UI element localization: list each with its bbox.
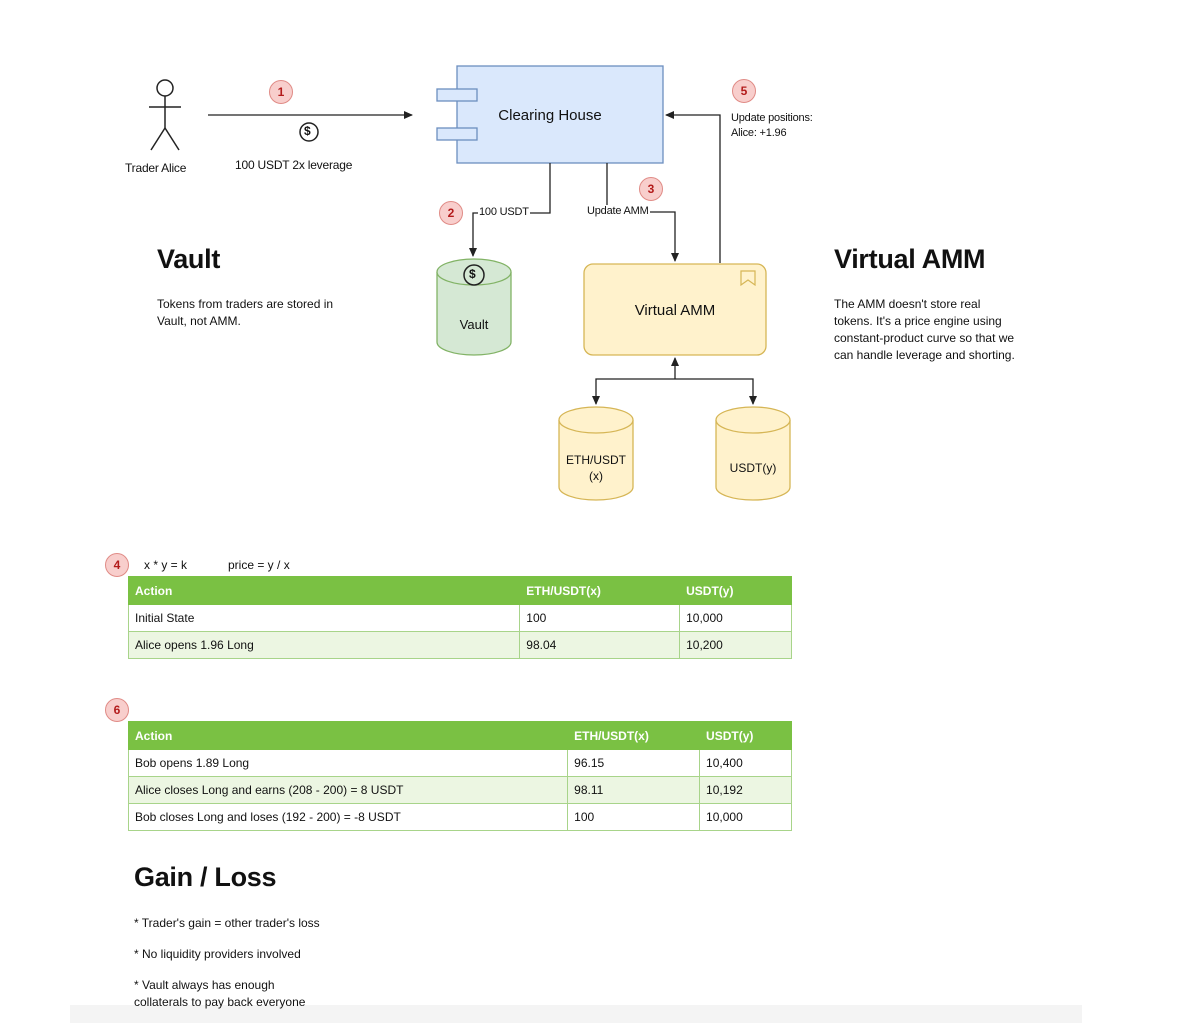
gain-loss-bullet-2: * No liquidity providers involved bbox=[134, 947, 301, 961]
column-header: USDT(y) bbox=[699, 721, 792, 750]
table-cell: Bob closes Long and loses (192 - 200) = … bbox=[127, 803, 569, 831]
step-4-badge: 4 bbox=[105, 553, 129, 577]
table-cell: Initial State bbox=[127, 604, 521, 632]
dollar-coin-icon bbox=[299, 122, 319, 142]
table-row: Alice opens 1.96 Long 98.04 10,200 bbox=[127, 631, 792, 659]
table-cell: 10,400 bbox=[699, 749, 792, 777]
state-table-2: Action ETH/USDT(x) USDT(y) Bob opens 1.8… bbox=[127, 721, 792, 831]
table-cell: Alice closes Long and earns (208 - 200) … bbox=[127, 776, 569, 804]
vault-transfer-label: 100 USDT bbox=[478, 206, 530, 218]
column-header: Action bbox=[127, 721, 569, 750]
column-header: Action bbox=[127, 576, 521, 605]
amm-description-line-2: tokens. It's a price engine using bbox=[834, 314, 1002, 328]
virtual-amm-label: Virtual AMM bbox=[634, 302, 716, 319]
eth-pool-label: ETH/USDT bbox=[566, 453, 626, 467]
table-cell: 10,000 bbox=[679, 604, 792, 632]
gain-loss-bullet-1: * Trader's gain = other trader's loss bbox=[134, 916, 320, 930]
column-header: ETH/USDT(x) bbox=[519, 576, 681, 605]
step-3-badge: 3 bbox=[639, 177, 663, 201]
deposit-label: 100 USDT 2x leverage bbox=[235, 158, 353, 172]
table-header-row: Action ETH/USDT(x) USDT(y) bbox=[127, 721, 792, 750]
amm-title: Virtual AMM bbox=[834, 244, 986, 274]
table-cell: Bob opens 1.89 Long bbox=[127, 749, 569, 777]
table-cell: 96.15 bbox=[567, 749, 701, 777]
page-bottom-band bbox=[70, 1005, 1082, 1023]
eth-pool-sublabel: (x) bbox=[589, 469, 603, 483]
table-cell: Alice opens 1.96 Long bbox=[127, 631, 521, 659]
step-1-badge: 1 bbox=[269, 80, 293, 104]
gain-loss-title: Gain / Loss bbox=[134, 862, 277, 892]
eth-pool-cylinder bbox=[558, 406, 634, 501]
gain-loss-bullet-3-continued: collaterals to pay back everyone bbox=[134, 995, 306, 1009]
table-row: Alice closes Long and earns (208 - 200) … bbox=[127, 776, 792, 804]
update-amm-label: Update AMM bbox=[586, 205, 650, 217]
column-header: ETH/USDT(x) bbox=[567, 721, 701, 750]
amm-description-line-4: can handle leverage and shorting. bbox=[834, 348, 1015, 362]
table-cell: 98.11 bbox=[567, 776, 701, 804]
formula-price: price = y / x bbox=[228, 558, 290, 572]
vault-label: Vault bbox=[459, 317, 489, 332]
stick-figure-icon bbox=[149, 79, 181, 151]
usdt-pool-label: USDT(y) bbox=[729, 461, 777, 475]
dollar-sign-icon: $ bbox=[304, 124, 311, 138]
update-positions-value: Alice: +1.96 bbox=[731, 127, 787, 139]
update-positions-label: Update positions: bbox=[731, 112, 813, 124]
clearing-house-label: Clearing House bbox=[498, 107, 602, 124]
step-6-badge: 6 bbox=[105, 698, 129, 722]
formula-constant-product: x * y = k bbox=[144, 558, 188, 572]
virtual-amm-box bbox=[583, 263, 767, 356]
table-cell: 10,192 bbox=[699, 776, 792, 804]
actor-label: Trader Alice bbox=[125, 161, 187, 175]
table-cell: 98.04 bbox=[519, 631, 681, 659]
vault-title: Vault bbox=[157, 244, 221, 274]
pool-x-arrow bbox=[592, 378, 675, 405]
state-table-1: Action ETH/USDT(x) USDT(y) Initial State… bbox=[127, 576, 792, 659]
clearing-house-box bbox=[436, 65, 664, 164]
amm-description-line-1: The AMM doesn't store real bbox=[834, 297, 981, 311]
column-header: USDT(y) bbox=[679, 576, 792, 605]
table-cell: 10,200 bbox=[679, 631, 792, 659]
usdt-pool-cylinder bbox=[715, 406, 791, 501]
update-positions-arrow bbox=[665, 111, 721, 263]
table-cell: 100 bbox=[519, 604, 681, 632]
pool-y-arrow bbox=[675, 378, 757, 405]
table-cell: 10,000 bbox=[699, 803, 792, 831]
vault-dollar-sign-icon: $ bbox=[469, 267, 476, 281]
vault-description-line-1: Tokens from traders are stored in bbox=[157, 297, 334, 311]
table-cell: 100 bbox=[567, 803, 701, 831]
step-5-badge: 5 bbox=[732, 79, 756, 103]
table-row: Bob opens 1.89 Long 96.15 10,400 bbox=[127, 749, 792, 777]
table-row: Initial State 100 10,000 bbox=[127, 604, 792, 632]
vault-cylinder bbox=[436, 258, 512, 356]
gain-loss-bullet-3: * Vault always has enough bbox=[134, 978, 275, 992]
table-header-row: Action ETH/USDT(x) USDT(y) bbox=[127, 576, 792, 605]
step-2-badge: 2 bbox=[439, 201, 463, 225]
table-row: Bob closes Long and loses (192 - 200) = … bbox=[127, 803, 792, 831]
amm-description-line-3: constant-product curve so that we bbox=[834, 331, 1015, 345]
vault-description-line-2: Vault, not AMM. bbox=[157, 314, 241, 328]
